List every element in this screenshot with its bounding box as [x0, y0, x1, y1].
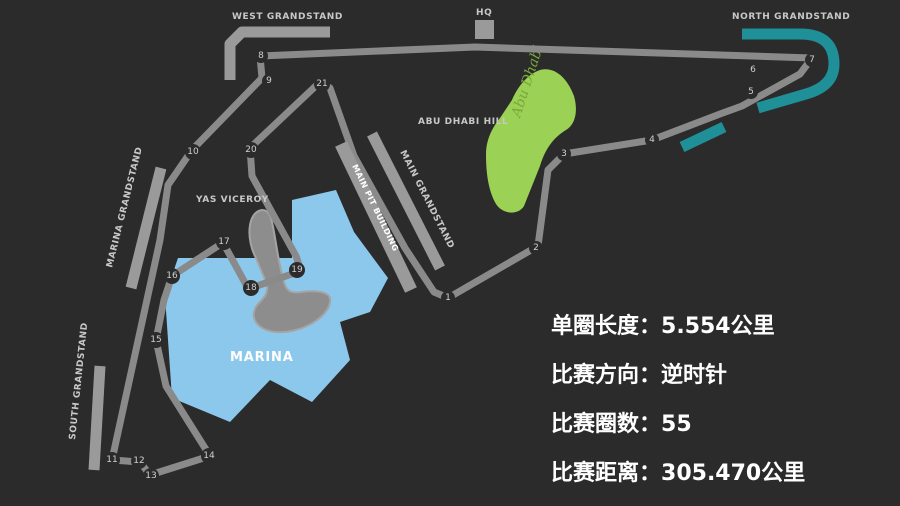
race-stats: 单圈长度：5.554公里 比赛方向：逆时针 比赛圈数：55 比赛距离：305.4…	[551, 310, 891, 506]
lap-length-row: 单圈长度：5.554公里	[551, 314, 775, 339]
turn-6-number: 6	[750, 65, 756, 75]
turn-11: 11	[104, 452, 120, 468]
turn-9-number: 9	[266, 76, 272, 86]
race-direction-row: 比赛方向：逆时针	[551, 363, 728, 388]
turn-19-number: 19	[291, 265, 303, 275]
race-distance-label: 比赛距离	[551, 461, 640, 486]
turn-17-number: 17	[218, 237, 229, 247]
yas-viceroy-hotel	[248, 208, 332, 334]
south-grandstand-label: SOUTH GRANDSTAND	[68, 322, 90, 440]
main-pit-building	[335, 141, 417, 293]
turn-9: 9	[262, 74, 276, 88]
turn-20: 20	[243, 142, 259, 158]
north-grandstand	[742, 28, 840, 114]
turn-2-number: 2	[533, 243, 539, 253]
turn-21-number: 21	[316, 79, 327, 89]
turn-5: 5	[744, 85, 758, 99]
turn-11-number: 11	[106, 455, 117, 465]
turn-4-number: 4	[649, 135, 655, 145]
turn-8-number: 8	[258, 51, 264, 61]
race-laps-row: 比赛圈数：55	[551, 412, 692, 437]
turn-16: 16	[164, 268, 180, 284]
turn-18-number: 18	[245, 283, 257, 293]
south-grandstand	[88, 365, 106, 471]
race-laps-value: 55	[661, 412, 692, 437]
hq-label: HQ	[476, 8, 492, 18]
turn-15-number: 15	[150, 335, 161, 345]
turn-10: 10	[185, 144, 201, 160]
turn-20-number: 20	[245, 145, 257, 155]
abu-dhabi-hill-label: ABU DHABI HILL	[418, 117, 508, 127]
lap-length-label: 单圈长度	[551, 314, 640, 339]
marina-label: MARINA	[230, 350, 294, 365]
turn-15: 15	[148, 332, 164, 348]
turn-14-number: 14	[203, 451, 215, 461]
turn-7-number: 7	[809, 55, 815, 65]
turn-17: 17	[216, 234, 232, 250]
turn-7: 7	[805, 53, 819, 67]
yas-viceroy-label: YAS VICEROY	[195, 195, 269, 205]
turn-18: 18	[243, 280, 259, 296]
race-distance-row: 比赛距离：305.470公里	[551, 461, 806, 486]
west-grandstand-label: WEST GRANDSTAND	[232, 12, 343, 22]
hq-block	[475, 20, 494, 39]
north-grandstand-lower	[679, 122, 727, 152]
race-laps-label: 比赛圈数	[551, 412, 640, 437]
marina-grandstand	[125, 166, 167, 290]
turn-5-number: 5	[748, 87, 754, 97]
turn-6: 6	[746, 63, 760, 77]
turn-1: 1	[441, 291, 455, 305]
west-grandstand	[224, 26, 330, 80]
lap-length-value: 5.554公里	[661, 314, 775, 339]
abu-dhabi-hill	[486, 69, 576, 213]
turn-12-number: 12	[133, 456, 144, 466]
north-grandstand-label: NORTH GRANDSTAND	[732, 12, 850, 22]
turn-21: 21	[314, 76, 330, 92]
race-direction-value: 逆时针	[661, 363, 728, 388]
turn-1-number: 1	[445, 293, 451, 303]
turn-2: 2	[529, 241, 543, 255]
race-direction-label: 比赛方向	[551, 363, 640, 388]
turn-13: 13	[143, 468, 159, 484]
turn-19: 19	[289, 262, 305, 278]
turn-3: 3	[557, 147, 571, 161]
main-grandstand	[367, 131, 445, 271]
turn-10-number: 10	[187, 147, 199, 157]
turn-8: 8	[254, 49, 268, 63]
turn-4: 4	[645, 133, 659, 147]
turn-14: 14	[201, 448, 217, 464]
turn-13-number: 13	[145, 471, 156, 481]
turn-3-number: 3	[561, 149, 567, 159]
turn-12: 12	[131, 453, 147, 469]
turn-16-number: 16	[166, 271, 178, 281]
race-distance-value: 305.470公里	[661, 461, 806, 486]
